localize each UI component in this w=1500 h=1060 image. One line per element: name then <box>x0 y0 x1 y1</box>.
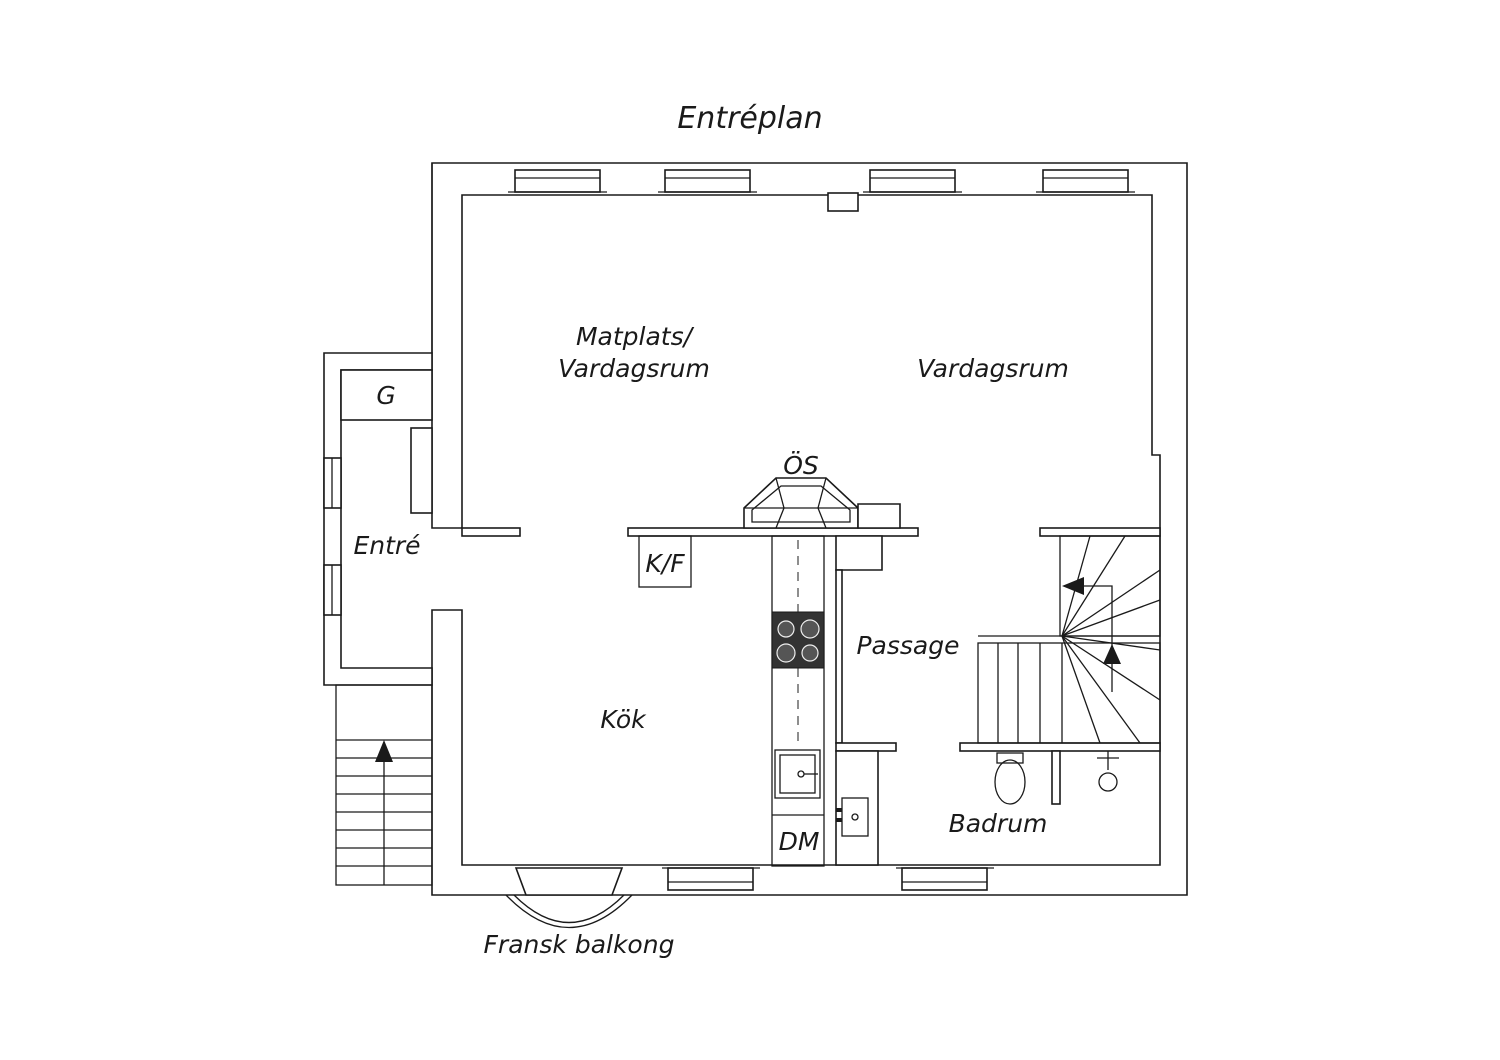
label-garderob: G <box>376 381 395 410</box>
bottom-windows <box>662 867 994 891</box>
kitchen-counter <box>771 535 825 867</box>
label-kyl-frys: K/F <box>645 549 685 578</box>
passage-wall-top <box>835 535 883 571</box>
label-matplats-vardagsrum: Vardagsrum <box>558 354 710 383</box>
partition-east <box>1039 527 1161 537</box>
label-entre: Entré <box>353 531 420 560</box>
shower-drain <box>1098 772 1118 792</box>
label-vardagsrum: Vardagsrum <box>917 354 1069 383</box>
label-kok: Kök <box>600 705 647 734</box>
french-balcony <box>505 867 633 928</box>
interior-stairs <box>977 535 1161 744</box>
counter-bar <box>627 527 919 537</box>
label-passage: Passage <box>856 631 959 660</box>
passage-wall-west <box>835 569 843 744</box>
partition-west <box>461 527 521 537</box>
bathroom-wall-west <box>835 750 879 866</box>
toilet-bowl <box>994 759 1026 805</box>
entry-shelf <box>410 427 433 514</box>
plan-title: Entréplan <box>677 101 822 136</box>
exterior-stairs <box>335 684 433 886</box>
stove <box>771 611 825 669</box>
exterior-wall <box>431 162 1188 896</box>
label-matplats: Matplats/ <box>576 322 695 351</box>
label-badrum: Badrum <box>949 809 1048 838</box>
closet <box>340 369 433 421</box>
fireplace <box>743 477 859 529</box>
passage-wall-south <box>835 742 897 752</box>
toilet-tank <box>996 752 1024 764</box>
bathroom-wall-north <box>959 742 1161 752</box>
bathroom-fixtures <box>836 750 1119 837</box>
label-diskmaskin: DM <box>779 827 820 856</box>
top-windows <box>508 169 1135 193</box>
shower-wall <box>1051 750 1061 805</box>
label-oppen-spis: ÖS <box>783 451 819 480</box>
fridge-freezer <box>638 535 692 588</box>
pillar <box>827 192 859 212</box>
label-fransk-balkong: Fransk balkong <box>484 930 675 959</box>
passage-wall-step <box>857 503 901 529</box>
kitchen-sink <box>774 749 821 799</box>
bathroom-sink <box>841 797 869 837</box>
